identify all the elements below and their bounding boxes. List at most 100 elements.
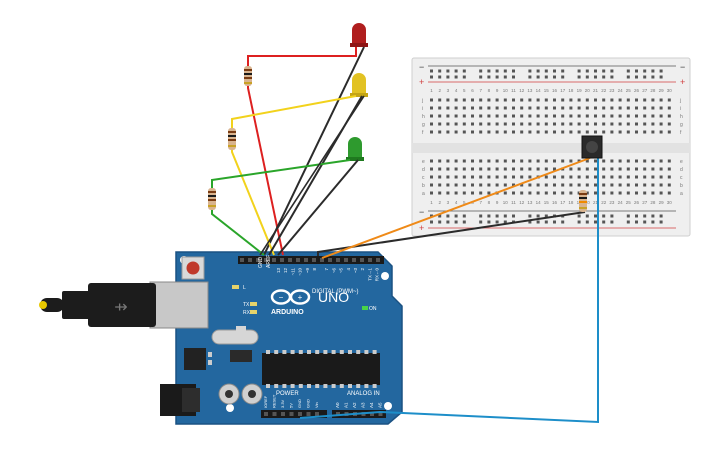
digital-pin-socket[interactable] [256, 258, 260, 262]
rail-hole[interactable] [594, 214, 597, 218]
rail-hole[interactable] [487, 214, 491, 218]
terminal-hole[interactable] [536, 130, 540, 134]
terminal-hole[interactable] [471, 191, 474, 195]
digital-pin-socket[interactable] [320, 258, 324, 262]
terminal-hole[interactable] [438, 98, 442, 102]
breadboard[interactable]: − + − + 11223344556677889910101111121213… [411, 57, 691, 237]
terminal-hole[interactable] [643, 98, 647, 102]
terminal-hole[interactable] [561, 191, 565, 195]
wire-green-pin[interactable] [211, 210, 265, 256]
terminal-hole[interactable] [561, 122, 565, 126]
rail-hole[interactable] [503, 69, 507, 73]
wire-gnd-extra[interactable] [259, 95, 365, 256]
terminal-hole[interactable] [577, 106, 581, 110]
terminal-hole[interactable] [536, 167, 540, 171]
terminal-hole[interactable] [438, 183, 442, 187]
digital-pin-socket[interactable] [328, 258, 332, 262]
terminal-hole[interactable] [553, 183, 556, 187]
rail-hole[interactable] [577, 75, 581, 79]
terminal-hole[interactable] [618, 98, 622, 102]
terminal-hole[interactable] [553, 114, 556, 118]
terminal-hole[interactable] [479, 122, 483, 126]
yellow-led[interactable] [350, 73, 368, 97]
terminal-hole[interactable] [610, 106, 614, 110]
terminal-hole[interactable] [430, 191, 433, 195]
terminal-hole[interactable] [454, 183, 458, 187]
rail-hole[interactable] [544, 214, 548, 218]
terminal-hole[interactable] [602, 114, 606, 118]
terminal-hole[interactable] [536, 106, 540, 110]
terminal-hole[interactable] [667, 175, 671, 179]
wire-green-led-anode[interactable] [211, 159, 351, 188]
terminal-hole[interactable] [512, 114, 515, 118]
rail-hole[interactable] [626, 214, 630, 218]
terminal-hole[interactable] [602, 98, 606, 102]
terminal-hole[interactable] [454, 191, 458, 195]
terminal-hole[interactable] [610, 130, 614, 134]
usb-connector[interactable]: ⇸ [39, 281, 209, 329]
rail-hole[interactable] [430, 69, 433, 73]
terminal-hole[interactable] [651, 130, 655, 134]
terminal-hole[interactable] [594, 175, 597, 179]
terminal-hole[interactable] [479, 114, 483, 118]
terminal-hole[interactable] [430, 159, 433, 163]
terminal-hole[interactable] [471, 106, 474, 110]
terminal-hole[interactable] [446, 106, 450, 110]
terminal-hole[interactable] [569, 159, 573, 163]
resistor-red-led[interactable] [244, 66, 252, 86]
terminal-hole[interactable] [561, 175, 565, 179]
terminal-hole[interactable] [438, 191, 442, 195]
terminal-hole[interactable] [651, 183, 655, 187]
power-pin-socket[interactable] [264, 412, 268, 416]
terminal-hole[interactable] [528, 159, 532, 163]
terminal-hole[interactable] [536, 98, 540, 102]
terminal-hole[interactable] [430, 167, 433, 171]
digital-pin-socket[interactable] [264, 258, 268, 262]
rail-hole[interactable] [544, 75, 548, 79]
terminal-hole[interactable] [561, 183, 565, 187]
terminal-hole[interactable] [520, 191, 524, 195]
terminal-hole[interactable] [446, 175, 450, 179]
terminal-hole[interactable] [454, 130, 458, 134]
rail-hole[interactable] [462, 214, 466, 218]
terminal-hole[interactable] [569, 114, 573, 118]
rail-hole[interactable] [495, 214, 499, 218]
digital-pin-socket[interactable] [368, 258, 372, 262]
terminal-hole[interactable] [577, 183, 581, 187]
rail-hole[interactable] [446, 220, 450, 224]
rail-hole[interactable] [602, 220, 606, 224]
digital-pin-socket[interactable] [296, 258, 300, 262]
terminal-hole[interactable] [512, 98, 515, 102]
terminal-hole[interactable] [643, 106, 647, 110]
terminal-hole[interactable] [495, 122, 499, 126]
terminal-hole[interactable] [602, 175, 606, 179]
rail-hole[interactable] [544, 69, 548, 73]
power-pin-socket[interactable] [315, 412, 319, 416]
rail-hole[interactable] [585, 75, 589, 79]
terminal-hole[interactable] [643, 167, 647, 171]
terminal-hole[interactable] [659, 191, 663, 195]
rail-hole[interactable] [626, 69, 630, 73]
rail-hole[interactable] [635, 69, 638, 73]
terminal-hole[interactable] [479, 175, 483, 179]
terminal-hole[interactable] [536, 159, 540, 163]
terminal-hole[interactable] [553, 191, 556, 195]
terminal-hole[interactable] [462, 183, 466, 187]
terminal-hole[interactable] [462, 106, 466, 110]
terminal-hole[interactable] [536, 114, 540, 118]
rail-hole[interactable] [536, 75, 540, 79]
terminal-hole[interactable] [585, 130, 589, 134]
terminal-hole[interactable] [503, 159, 507, 163]
analog-pin-socket[interactable] [378, 412, 383, 416]
terminal-hole[interactable] [512, 130, 515, 134]
top-power-rail-holes[interactable] [430, 69, 663, 79]
terminal-hole[interactable] [430, 98, 433, 102]
rail-hole[interactable] [512, 214, 515, 218]
terminal-hole[interactable] [471, 175, 474, 179]
terminal-hole[interactable] [446, 167, 450, 171]
terminal-hole[interactable] [528, 175, 532, 179]
terminal-hole[interactable] [438, 175, 442, 179]
terminal-hole[interactable] [667, 159, 671, 163]
terminal-hole[interactable] [503, 167, 507, 171]
